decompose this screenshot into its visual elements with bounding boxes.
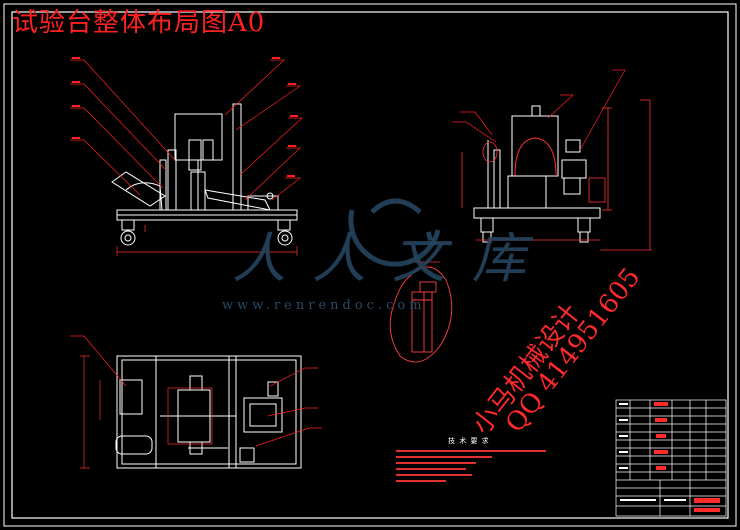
plan-handle <box>115 435 153 455</box>
tech-requirements-lines <box>396 450 546 482</box>
watermark-url: www.renrendoc.com <box>222 298 426 313</box>
title-block-marks <box>654 402 720 512</box>
side-view-highlights <box>461 99 652 251</box>
detail-section <box>389 266 453 363</box>
caster-wheel-right <box>277 230 293 246</box>
title-block-frame <box>615 399 727 517</box>
plan-view-dimensions <box>80 355 213 469</box>
watermark-brand: 人人文库 <box>232 227 552 290</box>
front-view-leaders <box>70 59 303 201</box>
front-view-dimensions <box>116 225 298 256</box>
caster-wheel-left <box>120 230 136 246</box>
side-view-leaders <box>452 69 626 151</box>
drawing-title: 试验台整体布局图A0 <box>12 8 266 38</box>
tech-requirements-title: 技 术 要 求 <box>448 437 490 445</box>
caster-left <box>121 219 135 231</box>
control-panel <box>119 379 143 415</box>
caster-right <box>277 219 291 231</box>
plan-view <box>115 355 302 469</box>
front-view <box>111 103 298 246</box>
inner-border <box>11 11 729 519</box>
plan-view-leaders <box>70 335 322 447</box>
side-gearbox <box>511 115 559 177</box>
hand-lever <box>111 171 166 207</box>
gearbox-housing <box>174 113 223 161</box>
watermark-logo-icon <box>348 198 441 267</box>
outer-border <box>3 3 737 527</box>
title-block-text-lines <box>619 403 686 501</box>
front-view-balloons <box>72 57 298 177</box>
detail-outline <box>389 266 453 363</box>
title-block <box>615 399 727 517</box>
vertical-column <box>232 103 242 211</box>
plan-frame <box>116 355 302 469</box>
plan-motor <box>243 397 283 433</box>
